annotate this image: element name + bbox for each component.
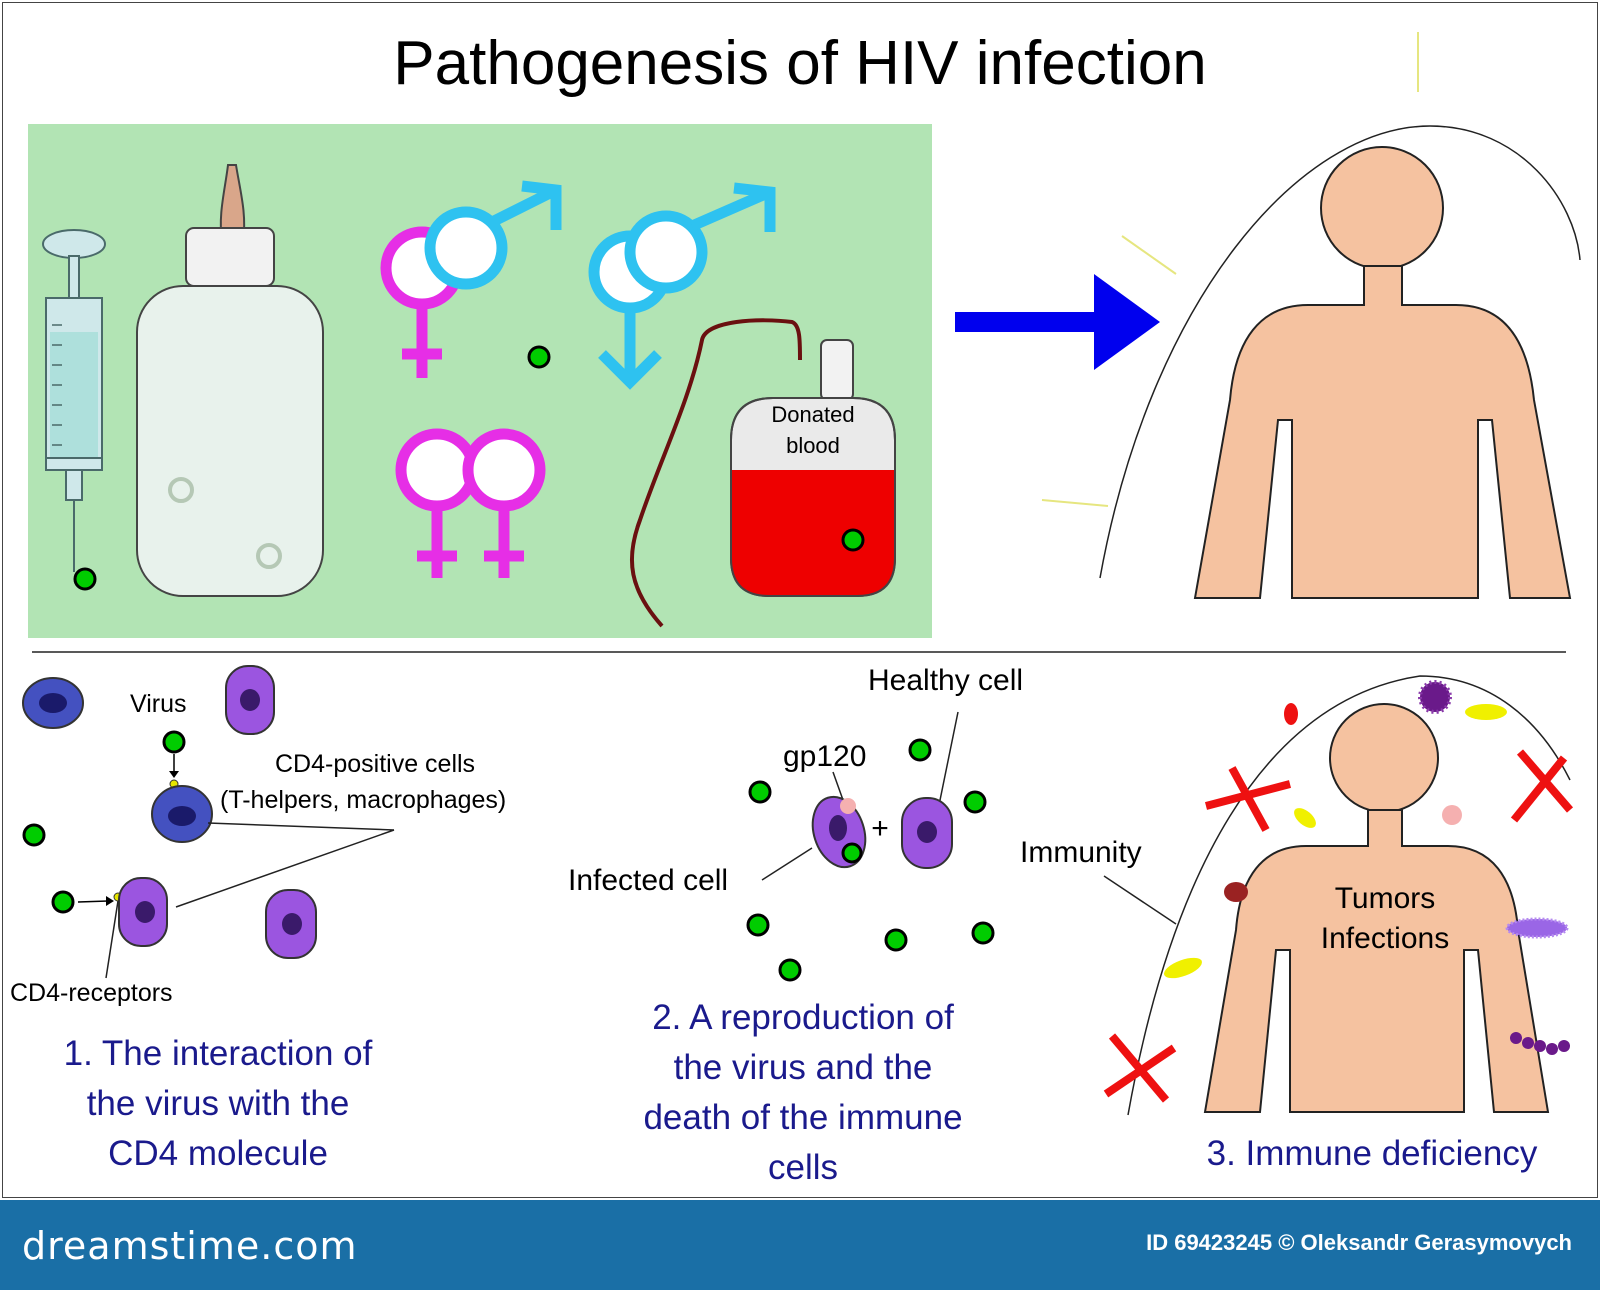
virus-particle xyxy=(748,780,772,804)
virus-particle xyxy=(73,567,97,591)
pathogen-icon xyxy=(1465,704,1507,720)
cross-icon xyxy=(1204,766,1292,832)
cd4-cell-purple xyxy=(118,877,168,947)
stage2-caption: 2. A reproduction of xyxy=(652,998,954,1037)
virus-particle xyxy=(162,730,186,754)
cd4-cell-blue xyxy=(151,785,213,843)
plus-sign: + xyxy=(871,812,889,845)
virus-particle xyxy=(22,823,46,847)
stage2-panel: Healthy cell gp120 + Infected cell 2. A … xyxy=(568,664,1023,1187)
stage2-caption: death of the immune xyxy=(643,1098,962,1137)
virus-particle-faded xyxy=(256,543,282,569)
healthy-cell-label: Healthy cell xyxy=(868,664,1023,697)
arrow-right-icon xyxy=(955,274,1160,370)
virus-particle xyxy=(884,928,908,952)
pathogen-icon xyxy=(1294,808,1316,828)
tumors-label: Tumors xyxy=(1335,882,1436,915)
stage2-caption: the virus and the xyxy=(674,1048,933,1087)
pathogen-chain-icon xyxy=(1510,1032,1570,1055)
pathogen-icon xyxy=(1442,805,1462,825)
cross-icon xyxy=(1510,749,1574,823)
infected-cell-label: Infected cell xyxy=(568,864,728,897)
virus-particle xyxy=(527,345,551,369)
pathogen-icon xyxy=(1284,703,1298,725)
cd4-cells-label: (T-helpers, macrophages) xyxy=(220,786,506,814)
footer-bar: dreamstime.com ID 69423245 © Oleksandr G… xyxy=(0,1200,1600,1290)
footer-credit: ID 69423245 © Oleksandr Gerasymovych xyxy=(1146,1230,1572,1255)
stage1-caption: the virus with the xyxy=(87,1084,350,1123)
cross-icon xyxy=(1103,1033,1177,1103)
cd4-cell-blue xyxy=(22,677,84,729)
immunity-label: Immunity xyxy=(1020,836,1142,869)
blood-bag-label: Donated xyxy=(771,402,854,427)
virus-particle xyxy=(778,958,802,982)
pathogen-icon xyxy=(1164,957,1202,979)
immunity-shield xyxy=(1099,125,1581,579)
transmission-panel: Donated blood xyxy=(28,124,932,638)
virus-particle xyxy=(51,890,75,914)
baby-bottle-icon xyxy=(136,164,324,597)
stage3-panel: Immunity Tumors Infections 3. Immune def… xyxy=(1020,675,1574,1173)
virus-particle xyxy=(746,913,770,937)
blood-bag-label: blood xyxy=(786,433,840,458)
virus-label: Virus xyxy=(130,690,187,718)
immunity-shield-broken xyxy=(1127,675,1571,1116)
footer-brand-logo[interactable]: dreamstime.com xyxy=(22,1224,358,1268)
healthy-cell xyxy=(901,797,953,869)
syringe-icon xyxy=(42,229,106,572)
pathogen-icon xyxy=(1418,680,1452,714)
pathogen-icon xyxy=(1224,882,1248,902)
figure-frame xyxy=(2,2,1598,1198)
cd4-cell-purple xyxy=(225,665,275,735)
stage1-caption: 1. The interaction of xyxy=(64,1034,373,1073)
female-symbol-icon xyxy=(462,428,546,578)
blood-bag-icon xyxy=(629,318,896,628)
virus-particle xyxy=(841,528,865,552)
cd4-receptors-label: CD4-receptors xyxy=(10,979,173,1007)
stage1-panel: Virus CD4-positive cells (T-helpers, mac… xyxy=(10,665,506,1173)
infected-cell xyxy=(811,795,867,869)
virus-particle xyxy=(971,921,995,945)
pathogen-icon xyxy=(1505,917,1569,939)
gp120-label: gp120 xyxy=(783,740,866,773)
stage3-caption: 3. Immune deficiency xyxy=(1207,1134,1538,1173)
male-symbol-icon xyxy=(624,182,776,294)
stage2-caption: cells xyxy=(768,1148,838,1187)
virus-particle xyxy=(963,790,987,814)
infections-label: Infections xyxy=(1321,922,1449,955)
stage1-caption: CD4 molecule xyxy=(108,1134,328,1173)
cd4-cells-label: CD4-positive cells xyxy=(275,750,475,778)
cd4-cell-purple xyxy=(265,889,317,959)
healthy-person-figure xyxy=(1041,32,1581,599)
virus-particle xyxy=(908,738,932,762)
male-symbol-icon xyxy=(424,180,562,290)
virus-particle-faded xyxy=(168,477,194,503)
page-title: Pathogenesis of HIV infection xyxy=(393,29,1207,98)
